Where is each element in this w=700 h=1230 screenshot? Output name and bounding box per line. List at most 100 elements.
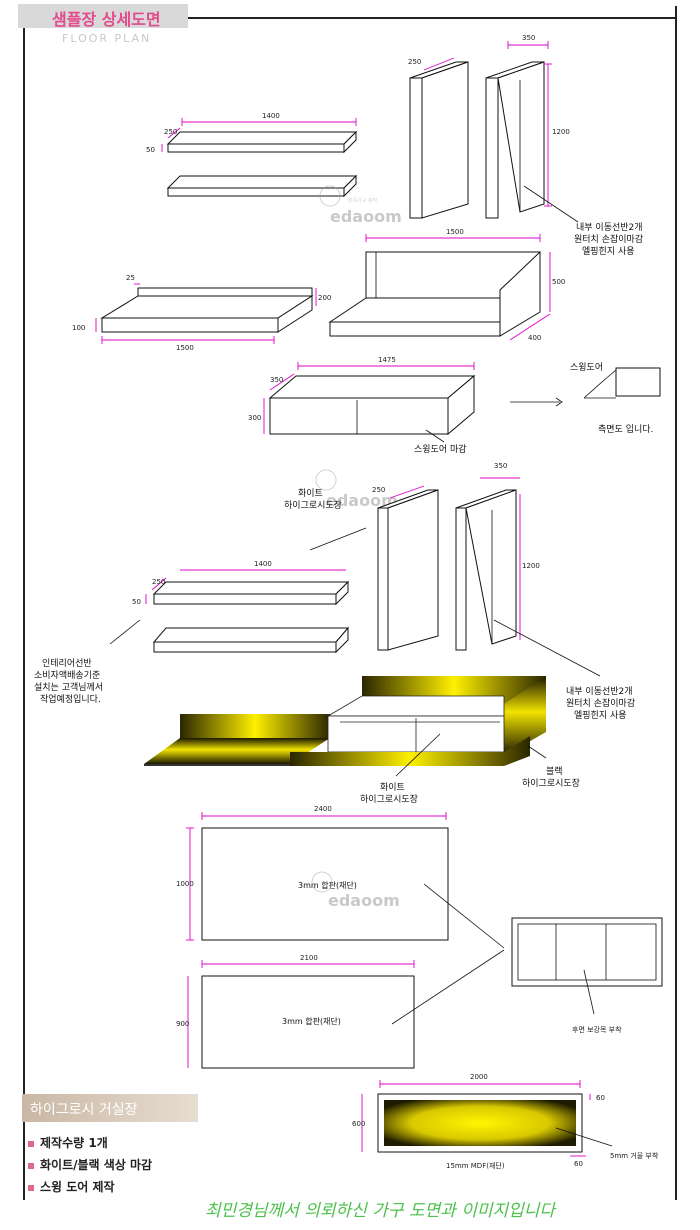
dims-tall-2	[309, 477, 601, 677]
info-item-color: 화이트/블랙 색상 마감	[28, 1156, 152, 1173]
panel-2100	[187, 960, 415, 1069]
panel1-label: 3mm 합판(재단)	[298, 880, 357, 890]
mirror-panel	[361, 1080, 613, 1157]
info-panel: 하이그로시 거실장 제작수량 1개 화이트/블랙 색상 마감 스윙 도어 제작	[22, 1094, 202, 1204]
dim-1200-2: 1200	[522, 562, 540, 570]
dim-25: 25	[126, 274, 135, 282]
interior-note-3: 설치는 고객님께서	[34, 681, 103, 693]
bullet-icon	[28, 1184, 34, 1191]
interior-note-4: 작업예정입니다.	[40, 693, 101, 705]
side-view	[510, 367, 661, 407]
dim-250-shelf: 250	[164, 128, 177, 136]
bullet-icon	[28, 1162, 34, 1169]
dim-1200: 1200	[552, 128, 570, 136]
panel2-label: 3mm 합판(재단)	[282, 1016, 341, 1026]
shelf-bottom	[166, 174, 358, 198]
label-side-view: 측면도 입니다.	[598, 423, 653, 435]
dim-100: 100	[72, 324, 85, 332]
label-door-finish: 스윙도어 마감	[414, 443, 467, 455]
watermark-logo-2: edaoom	[315, 469, 398, 510]
dim-900: 900	[176, 1020, 189, 1028]
watermark-logo-3: edaoom	[311, 871, 400, 910]
dim-1400: 1400	[262, 112, 280, 120]
dim-300: 300	[248, 414, 261, 422]
dims-shelf-2	[109, 569, 346, 645]
page-title: 샘플장 상세도면	[52, 10, 161, 29]
info-title-bar: 하이그로시 거실장	[22, 1094, 198, 1122]
page-border	[23, 6, 677, 1200]
dim-1475: 1475	[378, 356, 396, 364]
mirror-label: 5mm 거울 부착	[610, 1151, 659, 1160]
base-board	[100, 287, 314, 333]
dim-2100: 2100	[300, 954, 318, 962]
white-hg-label-2: 하이그로시도장	[284, 500, 342, 511]
tall-note-2: 원터치 손잡이마감	[574, 233, 643, 245]
tall-note-3: 엘핑힌지 사용	[582, 245, 635, 257]
tall-cabinet-left-2	[377, 489, 439, 651]
dims-shelf-1	[161, 118, 357, 152]
dim-350-low: 350	[270, 376, 283, 384]
dim-60-bottom: 60	[574, 1160, 583, 1168]
dim-250-shelf-2: 250	[152, 578, 165, 586]
svg-text:edaoom: edaoom	[326, 491, 398, 510]
page-subtitle: FLOOR PLAN	[62, 32, 152, 45]
dim-200: 200	[318, 294, 331, 302]
shelf-top	[166, 130, 358, 154]
dim-50: 50	[146, 146, 155, 154]
back-frame	[391, 883, 663, 1025]
info-item-quantity: 제작수량 1개	[28, 1134, 108, 1151]
tall-note-2-1: 내부 이동선반2개	[566, 686, 633, 697]
dim-250-2: 250	[372, 486, 385, 494]
dim-500: 500	[552, 278, 565, 286]
rendered-tv-unit	[144, 676, 547, 777]
dim-1500-box: 1500	[446, 228, 464, 236]
low-cabinet	[268, 374, 476, 436]
title-tag	[18, 4, 188, 28]
tall-cabinet-left	[409, 61, 469, 219]
shelf-top-2	[152, 580, 350, 606]
label-swing-door: 스윙도어	[570, 362, 603, 373]
dim-400: 400	[528, 334, 541, 342]
dim-1400-2: 1400	[254, 560, 272, 568]
tall-note-2-2: 원터치 손잡이마감	[566, 697, 635, 709]
dim-350: 350	[522, 34, 535, 42]
tall-note-1: 내부 이동선반2개	[576, 222, 643, 233]
frame-label: 후면 보강목 부착	[572, 1025, 622, 1034]
tall-note-2-3: 엘핑힌지 사용	[574, 709, 627, 721]
interior-note-2: 소비자액배송기준	[34, 669, 100, 681]
mdf-label: 15mm MDF(재단)	[446, 1161, 505, 1170]
black-label-2: 하이그로시도장	[522, 778, 580, 789]
shelf-bottom-2	[152, 626, 350, 654]
dim-50-2: 50	[132, 598, 141, 606]
dim-1000: 1000	[176, 880, 194, 888]
dim-350-2: 350	[494, 462, 507, 470]
white-bottom-label-2: 하이그로시도장	[360, 794, 418, 805]
dim-600: 600	[352, 1120, 365, 1128]
info-title: 하이그로시 거실장	[30, 1102, 138, 1118]
tall-cabinet-right	[485, 61, 545, 219]
dims-box	[365, 234, 551, 341]
bullet-icon	[28, 1140, 34, 1147]
dim-1500-base: 1500	[176, 344, 194, 352]
svg-text:원목가구 제작: 원목가구 제작	[348, 197, 378, 204]
dims-tall-1	[423, 41, 579, 223]
black-label-1: 블랙	[546, 766, 563, 777]
tall-cabinet-right-2	[455, 489, 517, 651]
tv-box	[328, 250, 541, 337]
svg-text:edaoom: edaoom	[328, 891, 400, 910]
svg-text:edaoom: edaoom	[330, 207, 402, 226]
dim-2000: 2000	[470, 1073, 488, 1081]
watermark-logo-1: edaoom 원목가구 제작	[319, 185, 402, 226]
dims-base	[95, 283, 317, 344]
dims-low-cabinet	[263, 362, 475, 443]
info-item-door: 스윙 도어 제작	[28, 1178, 115, 1195]
footer-caption: 최민경님께서 의뢰하신 가구 도면과 이미지입니다	[205, 1201, 556, 1221]
dim-250: 250	[408, 58, 421, 66]
white-hg-label-1: 화이트	[298, 488, 323, 499]
white-bottom-label-1: 화이트	[380, 782, 405, 793]
dim-2400: 2400	[314, 805, 332, 813]
interior-note-1: 인테리어선반	[42, 658, 92, 669]
panel-2400	[186, 812, 449, 941]
dim-60-top: 60	[596, 1094, 605, 1102]
